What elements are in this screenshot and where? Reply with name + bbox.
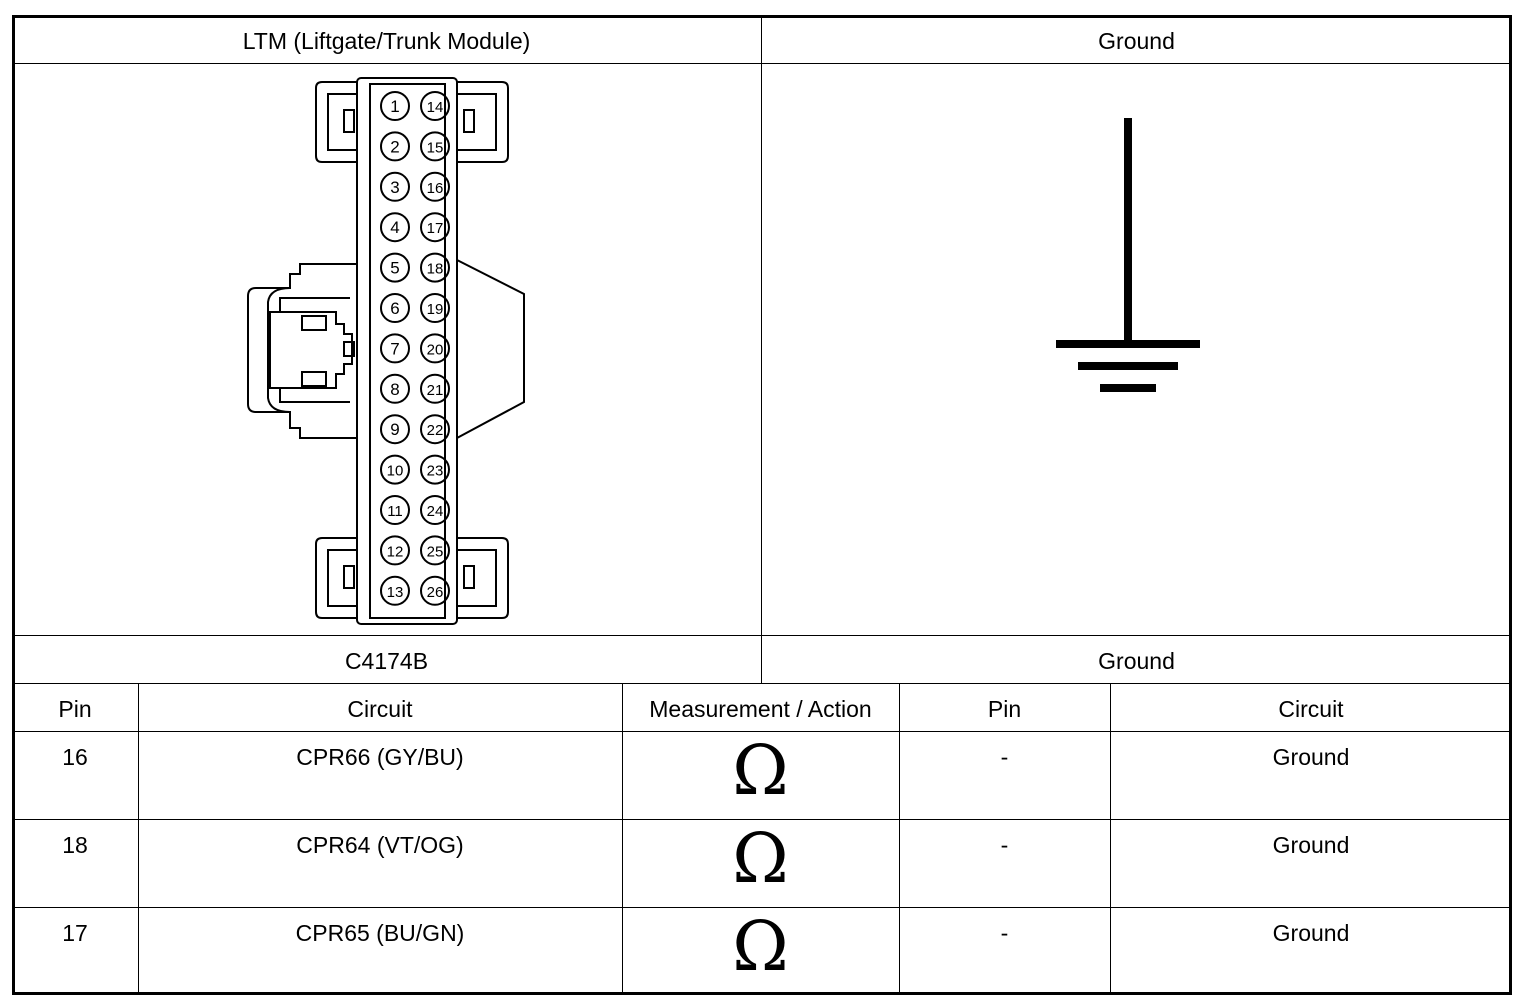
row-pin: 17 <box>62 920 88 946</box>
pin-label-7: 7 <box>390 339 399 358</box>
pin-circle <box>380 575 410 606</box>
pin-label-13: 13 <box>387 584 404 601</box>
row-circuit: CPR66 (GY/BU) <box>296 744 464 770</box>
pin-circle <box>420 454 450 485</box>
pin-circle <box>420 91 450 121</box>
column-divider-top <box>761 15 762 684</box>
ltm-title: LTM (Liftgate/Trunk Module) <box>242 28 531 54</box>
pin-circle <box>380 454 410 485</box>
pin-circle <box>380 131 410 162</box>
pin-circle <box>420 171 450 202</box>
pin-circle <box>380 252 410 283</box>
pin-label-21: 21 <box>427 382 444 399</box>
row-divider <box>12 907 1512 908</box>
ground-icon <box>1056 118 1200 392</box>
row-pin-2: - <box>1000 832 1009 858</box>
row-circuit: CPR65 (BU/GN) <box>295 920 465 946</box>
row-circuit-2: Ground <box>1272 920 1350 946</box>
pin-label-17: 17 <box>427 220 444 237</box>
pin-circle <box>380 414 410 445</box>
row-divider <box>12 683 1512 684</box>
pin-label-4: 4 <box>390 218 399 237</box>
pin-circle <box>420 293 450 323</box>
pin-circle <box>380 171 410 202</box>
pin-circle <box>380 333 410 364</box>
pin-label-12: 12 <box>387 543 404 560</box>
ohm-icon: Ω <box>732 820 789 899</box>
pin-circle <box>420 212 450 243</box>
row-divider <box>12 731 1512 732</box>
row-pin-2: - <box>1000 920 1009 946</box>
connector-id: C4174B <box>344 648 429 674</box>
pin-circle <box>420 131 450 162</box>
pin-label-5: 5 <box>390 259 399 278</box>
pin-label-19: 19 <box>427 301 444 318</box>
header-circuit: Circuit <box>347 696 413 722</box>
row-circuit-2: Ground <box>1272 744 1350 770</box>
pin-circle <box>420 495 450 525</box>
row-circuit-2: Ground <box>1272 832 1350 858</box>
column-divider <box>899 683 900 995</box>
pin-label-23: 23 <box>427 463 444 480</box>
ground-title: Ground <box>1098 28 1175 54</box>
pin-label-10: 10 <box>387 463 404 480</box>
pin-circle <box>420 333 450 364</box>
pin-circle <box>420 252 450 283</box>
column-divider <box>622 683 623 995</box>
ground-label: Ground <box>1098 648 1175 674</box>
ohm-icon: Ω <box>732 908 789 987</box>
pin-circle <box>380 373 410 404</box>
row-pin: 18 <box>62 832 88 858</box>
pin-label-3: 3 <box>390 178 399 197</box>
pin-label-15: 15 <box>427 139 444 156</box>
column-divider <box>1110 683 1111 995</box>
row-pin-2: - <box>1000 744 1009 770</box>
header-measurement: Measurement / Action <box>649 696 872 722</box>
pin-label-18: 18 <box>427 261 444 278</box>
pin-circle <box>380 293 410 323</box>
pin-label-8: 8 <box>390 380 399 399</box>
pin-circle <box>380 535 410 566</box>
ohm-icon: Ω <box>732 732 789 811</box>
header-pin: Pin <box>58 696 92 722</box>
pin-label-11: 11 <box>387 503 403 520</box>
pin-circle <box>380 495 410 525</box>
pin-label-6: 6 <box>390 299 399 318</box>
header-circuit-2: Circuit <box>1278 696 1344 722</box>
pin-label-2: 2 <box>390 137 399 156</box>
pin-label-24: 24 <box>427 503 444 520</box>
connector-diagram: 1234567891011121314151617181920212223242… <box>247 77 525 625</box>
pin-circle <box>420 575 450 606</box>
pin-label-9: 9 <box>390 420 399 439</box>
row-divider <box>12 819 1512 820</box>
pinout-table-frame <box>12 15 1512 995</box>
row-divider <box>12 63 1512 64</box>
pin-label-22: 22 <box>427 422 444 439</box>
pin-label-14: 14 <box>427 99 444 116</box>
pin-label-16: 16 <box>427 180 444 197</box>
pin-circle <box>420 535 450 566</box>
pin-circle <box>420 414 450 445</box>
pin-label-1: 1 <box>390 97 399 116</box>
row-circuit: CPR64 (VT/OG) <box>296 832 464 858</box>
pin-circle <box>420 373 450 404</box>
row-divider <box>12 635 1512 636</box>
row-pin: 16 <box>62 744 88 770</box>
pin-label-25: 25 <box>427 543 444 560</box>
pin-circle <box>380 212 410 243</box>
pin-label-26: 26 <box>427 584 444 601</box>
pin-circle <box>380 91 410 121</box>
header-pin-2: Pin <box>987 696 1022 722</box>
column-divider <box>138 683 139 995</box>
pin-label-20: 20 <box>427 341 444 358</box>
